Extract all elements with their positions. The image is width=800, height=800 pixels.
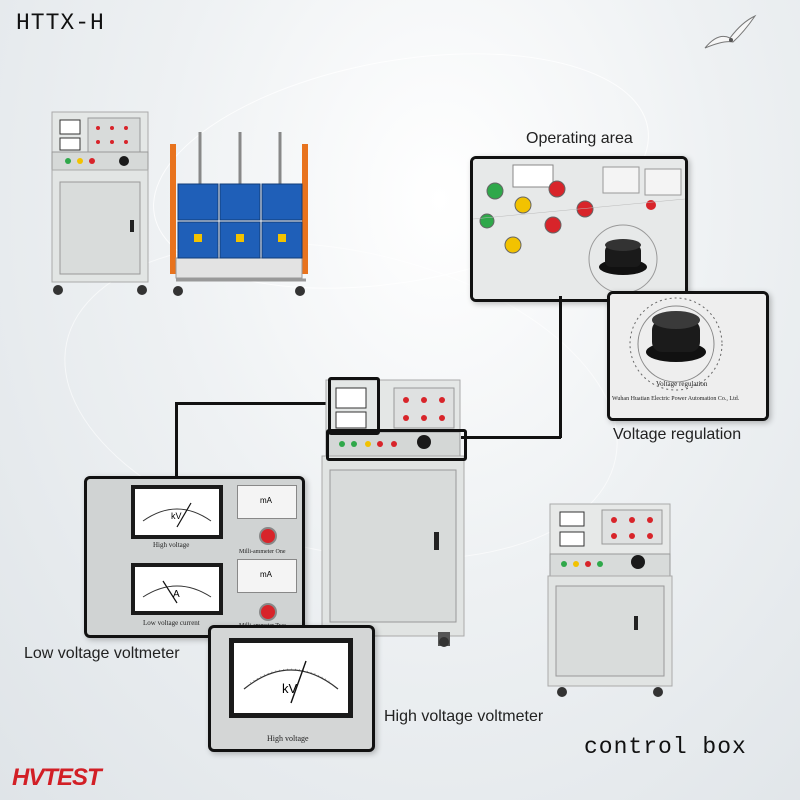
ma-meter-two-unit: mA: [260, 570, 272, 579]
ma-one-red-button: [259, 527, 277, 545]
seagull-icon: [704, 14, 757, 49]
kv-meter-unit: kV: [171, 511, 182, 521]
company-label: Wuhan Huatian Electric Power Automation …: [612, 396, 740, 402]
ma-meter-one: mA: [237, 485, 297, 519]
page-title: HTTX-H: [16, 10, 105, 36]
low-voltage-current-label: Low voltage current: [143, 619, 200, 627]
low-voltage-voltmeter-caption: Low voltage voltmeter: [24, 645, 180, 662]
high-kv-meter: kV: [229, 638, 353, 718]
meter-highlight-box: [328, 377, 380, 435]
a-meter-unit: A: [173, 589, 180, 600]
voltage-regulation-caption: Voltage regulation: [613, 426, 742, 443]
connector-line: [461, 436, 561, 439]
voltage-regulation-detail: Voltage regulation Wuhan Huatian Electri…: [607, 291, 769, 421]
ma-two-red-button: [259, 603, 277, 621]
milliammeter-one-label: Milli-ammeter One: [239, 549, 286, 555]
product-set-image: [51, 111, 308, 296]
low-voltage-panel-detail: kV High voltage A Low voltage current mA…: [84, 476, 305, 638]
a-meter: A: [131, 563, 223, 615]
control-box-caption: control box: [584, 734, 747, 760]
control-cabinet-image: [321, 379, 465, 647]
high-voltage-meter-detail: kV High voltage: [208, 625, 375, 752]
operating-area-detail: [470, 156, 688, 302]
hvtest-logo: HVTEST: [12, 764, 102, 791]
ma-meter-one-unit: mA: [260, 496, 272, 505]
kv-meter: kV: [131, 485, 223, 539]
connector-line: [559, 296, 562, 438]
high-kv-meter-unit: kV: [282, 681, 298, 696]
voltage-regulation-label: Voltage regulation: [656, 380, 708, 388]
high-voltage-label: High voltage: [267, 734, 309, 743]
connector-line: [175, 402, 330, 405]
operating-highlight-box: [326, 429, 467, 461]
connector-line: [175, 402, 178, 478]
high-voltage-small-label: High voltage: [153, 541, 190, 549]
high-voltage-voltmeter-caption: High voltage voltmeter: [384, 708, 544, 725]
ma-meter-two: mA: [237, 559, 297, 593]
control-box-image: [547, 503, 673, 697]
operating-area-caption: Operating area: [526, 130, 633, 147]
